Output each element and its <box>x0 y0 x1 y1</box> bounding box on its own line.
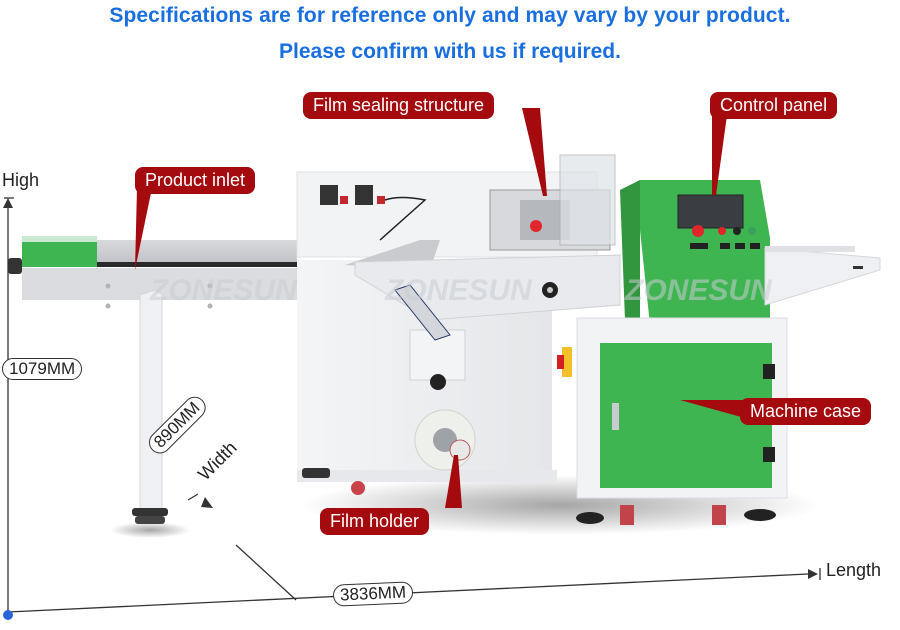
length-label: Length <box>826 560 882 580</box>
watermark-3: ZONESUN <box>624 274 773 307</box>
main-body <box>296 154 621 495</box>
height-value-badge: 1079MM <box>2 358 83 380</box>
callout-control-panel: Control panel <box>710 92 838 119</box>
control-panel-box <box>620 180 770 325</box>
disclaimer-line-1: Specifications are for reference only an… <box>109 4 791 27</box>
product-inlet-conveyor <box>8 236 302 309</box>
machine-case <box>576 317 788 525</box>
length-arrow-icon <box>808 569 818 579</box>
length-value-badge: 3836MM <box>332 581 414 607</box>
callout-film-sealing-structure: Film sealing structure <box>303 92 495 119</box>
callout-machine-case: Machine case <box>740 398 872 425</box>
callout-product-inlet: Product inlet <box>135 167 256 194</box>
watermark-2: ZONESUN <box>384 274 533 307</box>
inlet-knob <box>8 258 22 274</box>
height-arrow-icon <box>3 198 13 208</box>
watermark-1: ZONESUN <box>149 274 298 307</box>
callout-film-holder: Film holder <box>320 508 430 535</box>
width-arrow-icon <box>201 497 213 508</box>
dimension-arrows <box>3 198 818 579</box>
origin-dot-icon <box>3 610 13 620</box>
disclaimer-line-2: Please confirm with us if required. <box>279 40 621 63</box>
callout-pointers <box>135 108 752 508</box>
height-label: High <box>2 170 40 190</box>
